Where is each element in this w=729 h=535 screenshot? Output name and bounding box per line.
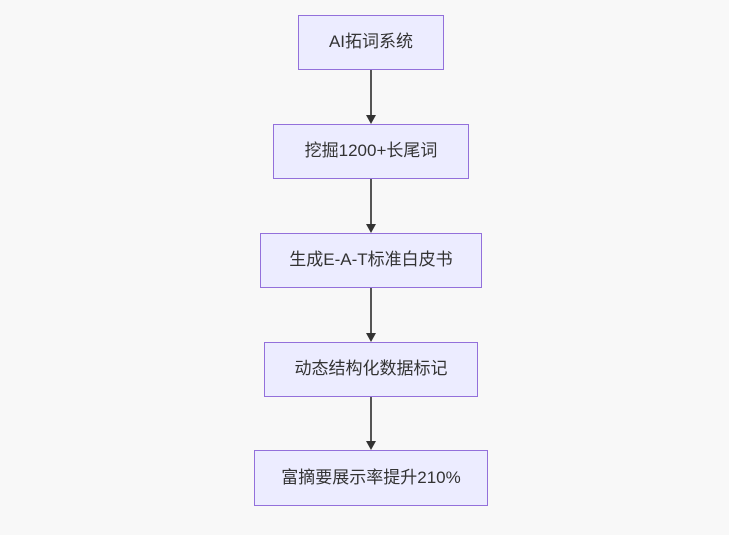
node-label: 富摘要展示率提升210% (281, 467, 461, 487)
flowchart-node-ai-word-expansion-system: AI拓词系统 (298, 15, 444, 70)
flowchart-node-rich-snippet-rate-increase: 富摘要展示率提升210% (254, 450, 488, 506)
arrowhead-down-icon (365, 441, 376, 450)
flowchart-edge-b-to-c (365, 179, 376, 233)
arrowhead-down-icon (365, 224, 376, 233)
arrowhead-down-icon (365, 115, 376, 124)
flowchart-edge-c-to-d (365, 288, 376, 342)
flowchart-edge-a-to-b (365, 70, 376, 124)
flowchart-node-dynamic-structured-data-markup: 动态结构化数据标记 (264, 342, 478, 397)
node-label: 动态结构化数据标记 (294, 359, 448, 379)
arrowhead-down-icon (365, 333, 376, 342)
edge-line (369, 179, 372, 224)
node-label: AI拓词系统 (328, 32, 414, 52)
flowchart-node-mine-longtail-keywords: 挖掘1200+长尾词 (273, 124, 469, 179)
edge-line (369, 288, 372, 333)
edge-line (369, 397, 372, 441)
node-label: 挖掘1200+长尾词 (304, 141, 438, 161)
flowchart-node-generate-eat-whitepaper: 生成E-A-T标准白皮书 (260, 233, 482, 288)
node-label: 生成E-A-T标准白皮书 (289, 250, 453, 270)
edge-line (369, 70, 372, 115)
flowchart-edge-d-to-e (365, 397, 376, 450)
